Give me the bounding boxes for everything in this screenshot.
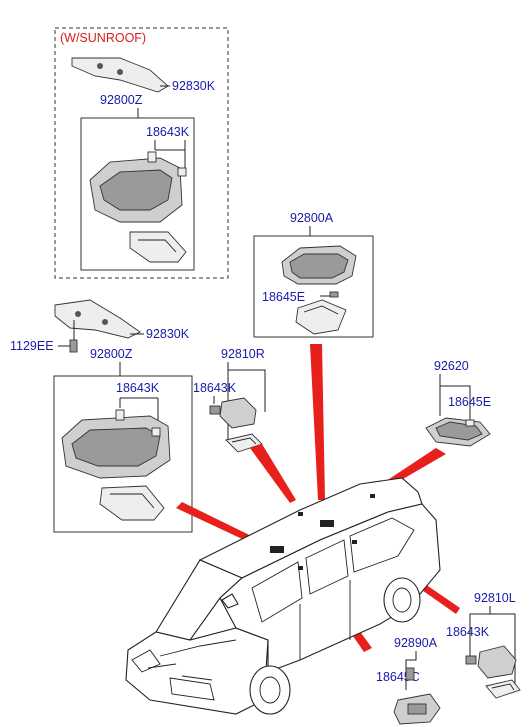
label-18643K-second: 18643K: [116, 381, 160, 395]
sunroof-group-label: (W/SUNROOF): [60, 31, 146, 45]
box-92800Z-top: [80, 117, 195, 271]
vanity-lamp-right: [209, 397, 263, 453]
bracket-92830K-second: [54, 299, 144, 353]
cargo-lamp-92890A: [393, 667, 441, 725]
label-18643K-92810L: 18643K: [446, 625, 490, 639]
overhead-console-second: [61, 409, 171, 521]
label-92800Z-second: 92800Z: [90, 347, 133, 361]
label-18643K-92810R: 18643K: [193, 381, 237, 395]
label-92620: 92620: [434, 359, 469, 373]
map-lamp-92800A: [281, 245, 357, 335]
sunroof-group-border: [54, 27, 229, 279]
label-92810R: 92810R: [221, 347, 265, 361]
label-92830K-second: 92830K: [146, 327, 190, 341]
label-92810L: 92810L: [474, 591, 516, 605]
label-92800A: 92800A: [290, 211, 334, 225]
bracket-92830K-top: [71, 57, 170, 93]
label-92830K-top: 92830K: [172, 79, 216, 93]
label-18645E-top: 18645E: [262, 290, 305, 304]
vehicle-illustration: [125, 477, 441, 715]
label-18645E-92620: 18645E: [448, 395, 491, 409]
vanity-lamp-left: [465, 645, 521, 699]
label-18643K-top: 18643K: [146, 125, 190, 139]
label-92890A: 92890A: [394, 636, 438, 650]
room-lamp-92620: [425, 417, 491, 447]
label-92800Z-top: 92800Z: [100, 93, 143, 107]
overhead-console-top: [89, 151, 187, 263]
label-1129EE: 1129EE: [10, 339, 54, 353]
box-92800A: [253, 235, 374, 338]
box-92800Z-second: [53, 375, 193, 533]
